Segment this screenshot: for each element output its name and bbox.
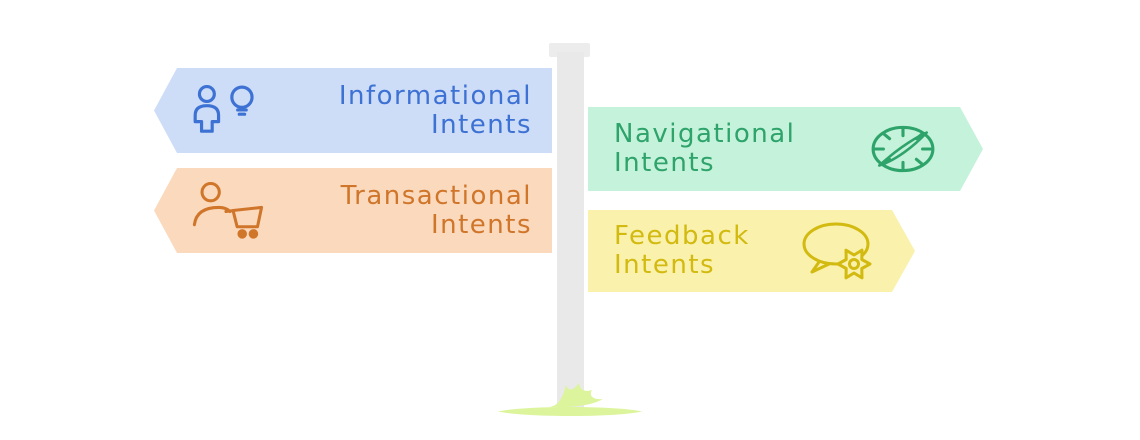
sign-label: Informational Intents <box>260 80 532 140</box>
sign-label-line1: Feedback <box>614 221 750 251</box>
sign-feedback-intents: Feedback Intents <box>588 210 915 292</box>
grass-tuft-icon <box>549 379 613 409</box>
user-idea-icon <box>192 84 260 138</box>
sign-transactional-intents: Transactional Intents <box>154 168 552 253</box>
user-cart-icon <box>192 181 268 240</box>
sign-label-line2: Intents <box>430 109 532 140</box>
sign-label-line1: Navigational <box>614 119 796 149</box>
sign-label-line1: Informational <box>338 80 532 111</box>
grass-mound <box>497 404 643 419</box>
sign-label: Navigational Intents <box>614 120 795 178</box>
compass-icon <box>869 123 937 175</box>
sign-navigational-intents: Navigational Intents <box>588 107 983 191</box>
chat-gear-icon <box>799 220 875 282</box>
sign-label: Feedback Intents <box>614 222 750 280</box>
sign-label-line1: Transactional <box>340 180 532 211</box>
signpost-pole <box>557 52 584 408</box>
sign-label: Transactional Intents <box>268 180 532 240</box>
sign-label-line2: Intents <box>614 250 716 280</box>
sign-label-line2: Intents <box>614 148 716 178</box>
sign-informational-intents: Informational Intents <box>154 68 552 153</box>
sign-label-line2: Intents <box>430 209 532 240</box>
